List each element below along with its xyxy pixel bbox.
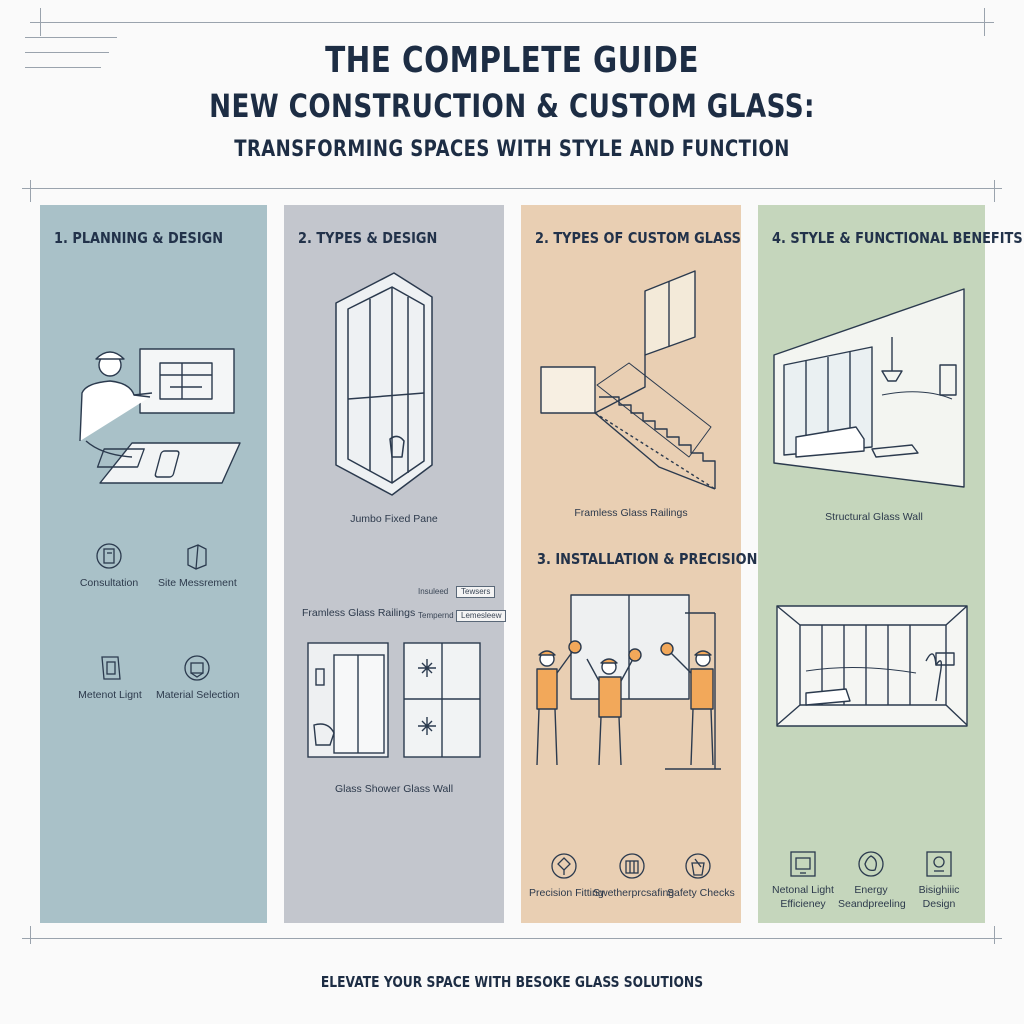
- structural-glass-wall-illustration: [773, 288, 965, 488]
- item-natural-light-line1: Netonal Light: [772, 884, 834, 896]
- frame-line-corner-right: [984, 8, 985, 36]
- weatherproofing-icon: [619, 853, 645, 879]
- frame-line-mid-left: [30, 180, 31, 202]
- item-light: Metenot Lignt: [78, 689, 142, 701]
- item-energy-line1: Energy: [854, 884, 888, 896]
- item-biophilic-line2: Design: [922, 898, 956, 910]
- frame-line-bottom-right: [994, 926, 995, 944]
- living-room-illustration: [776, 605, 968, 727]
- item-biophilic-design: Bisighiiic Design: [908, 883, 970, 911]
- material-selection-icon: [184, 655, 210, 681]
- glass-staircase-illustration: [540, 270, 716, 490]
- panel-title: 4. STYLE & FUNCTIONAL BENEFITS: [772, 229, 1023, 247]
- title-block: THE COMPLETE GUIDE NEW CONSTRUCTION & CU…: [0, 38, 1024, 168]
- tag-label-tempered: Tempernd: [418, 611, 454, 620]
- item-precision-fitting: Precision Fitting: [529, 887, 604, 899]
- installation-crew-illustration: [536, 594, 721, 770]
- panel-style-benefits: 4. STYLE & FUNCTIONAL BENEFITS Structura…: [758, 205, 1023, 923]
- frame-line-top: [30, 22, 994, 23]
- frame-line-bottom-left: [30, 926, 31, 944]
- item-natural-light-line2: Efficieney: [780, 898, 826, 910]
- glass-shower-illustration: [307, 642, 389, 758]
- tag-box-2: Lemesleew: [456, 610, 507, 622]
- biophilic-design-icon: [926, 851, 952, 877]
- panel-custom-glass: 2. TYPES OF CUSTOM GLASS Framless Glass …: [521, 205, 757, 923]
- decor-line: [25, 67, 101, 68]
- site-measurement-icon: [187, 544, 207, 570]
- tag-box-1: Tewsers: [456, 586, 496, 598]
- tag-label-insulated: Insuleed: [418, 587, 449, 596]
- caption-structural-glass-wall: Structural Glass Wall: [825, 511, 923, 523]
- item-energy: Energy Seandpreeling: [838, 883, 906, 911]
- consultation-icon: [96, 543, 122, 569]
- panel-planning-design: 1. PLANNING & DESIGN Consultation Site M…: [40, 205, 267, 923]
- item-natural-light: Netonal Light Efficieney: [770, 883, 836, 911]
- caption-frameless-glass-railings: Framless Glass Railings: [574, 507, 688, 519]
- panel-title: 2. TYPES & DESIGN: [298, 229, 438, 247]
- item-energy-line2: Seandpreeling: [838, 898, 906, 910]
- safety-checks-icon: [685, 853, 711, 879]
- label-frameless-glass-railings: Framless Glass Railings: [302, 607, 416, 619]
- section-installation-precision: 3. INSTALLATION & PRECISION: [537, 550, 758, 568]
- caption-jumbo-fixed-pane: Jumbo Fixed Pane: [350, 513, 438, 525]
- item-safety-checks: Safety Checks: [667, 887, 735, 899]
- item-material-selection: Material Selection: [156, 689, 240, 701]
- frame-line-mid: [22, 188, 1002, 189]
- footer-tagline: ELEVATE YOUR SPACE WITH BESOKE GLASS SOL…: [320, 973, 704, 991]
- page-subtitle: TRANSFORMING SPACES WITH STYLE AND FUNCT…: [234, 137, 790, 162]
- page-title: THE COMPLETE GUIDE: [325, 40, 699, 81]
- panel-title: 2. TYPES OF CUSTOM GLASS: [535, 229, 741, 247]
- energy-icon: [858, 851, 884, 877]
- frame-line-corner-left: [40, 8, 41, 36]
- decor-line: [25, 37, 117, 38]
- natural-light-icon: [790, 851, 816, 877]
- glass-wall-illustration: [403, 642, 481, 758]
- item-biophilic-line1: Bisighiiic: [918, 884, 960, 896]
- decor-line: [25, 52, 109, 53]
- frame-line-bottom: [22, 938, 1002, 939]
- precision-fitting-icon: [551, 853, 577, 879]
- engineer-illustration: [79, 348, 241, 484]
- panel-title: 1. PLANNING & DESIGN: [54, 229, 224, 247]
- item-weatherproofing: Swetherprcsafing: [593, 887, 675, 899]
- light-icon: [101, 656, 121, 680]
- caption-glass-shower-wall: Glass Shower Glass Wall: [334, 783, 454, 795]
- jumbo-fixed-pane-illustration: [335, 272, 433, 496]
- panel-types-design: 2. TYPES & DESIGN Jumbo Fixed Pane Insul…: [284, 205, 507, 923]
- item-consultation: Consultation: [79, 577, 139, 589]
- page-title-line2: NEW CONSTRUCTION & CUSTOM GLASS:: [209, 87, 815, 125]
- frame-line-mid-right: [994, 180, 995, 202]
- item-site-measurement: Site Messrement: [158, 577, 237, 589]
